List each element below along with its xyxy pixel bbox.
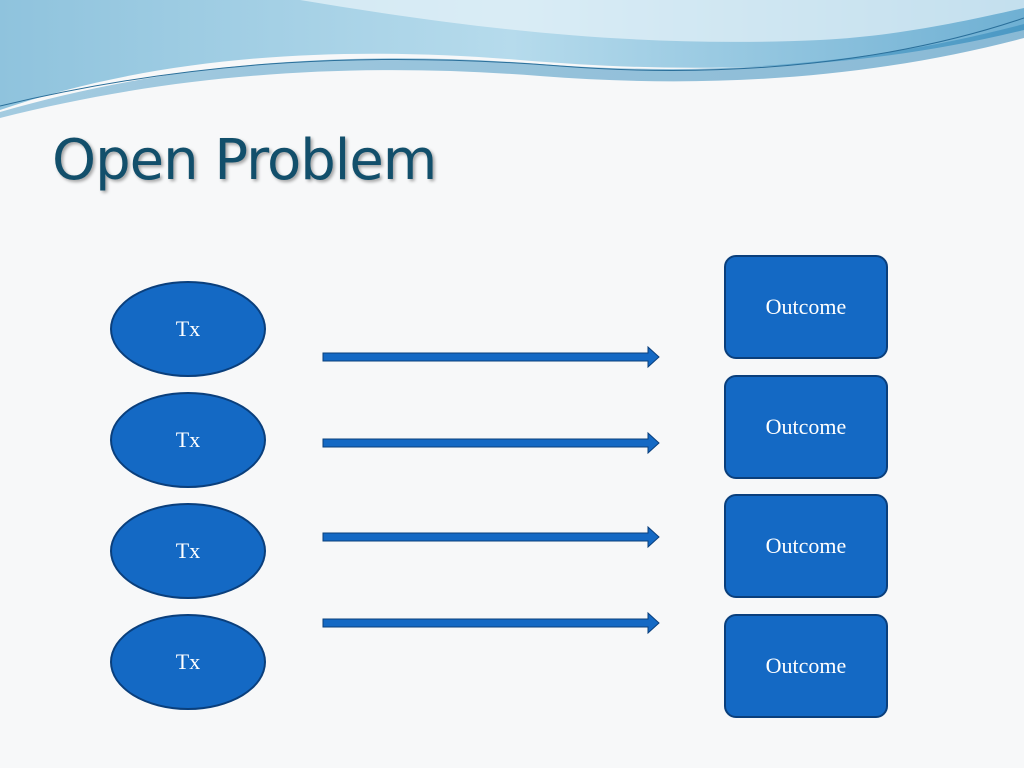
treatment-node-1: Tx [110, 281, 266, 377]
header-wave-decoration [0, 0, 1024, 118]
treatment-node-4: Tx [110, 614, 266, 710]
treatment-node-3: Tx [110, 503, 266, 599]
treatment-label: Tx [175, 649, 201, 674]
outcome-label: Outcome [765, 414, 847, 439]
treatment-label: Tx [175, 427, 201, 452]
arrow-2 [322, 431, 660, 455]
treatment-label: Tx [175, 538, 201, 563]
arrow-1 [322, 345, 660, 369]
outcome-label: Outcome [765, 653, 847, 678]
outcome-label: Outcome [765, 533, 847, 558]
outcome-node-3: Outcome [724, 494, 888, 598]
outcome-node-4: Outcome [724, 614, 888, 718]
treatment-node-2: Tx [110, 392, 266, 488]
arrow-4 [322, 611, 660, 635]
outcome-node-2: Outcome [724, 375, 888, 479]
slide-title: Open Problem [52, 128, 437, 193]
outcome-label: Outcome [765, 294, 847, 319]
arrow-3 [322, 525, 660, 549]
treatment-label: Tx [175, 316, 201, 341]
outcome-node-1: Outcome [724, 255, 888, 359]
